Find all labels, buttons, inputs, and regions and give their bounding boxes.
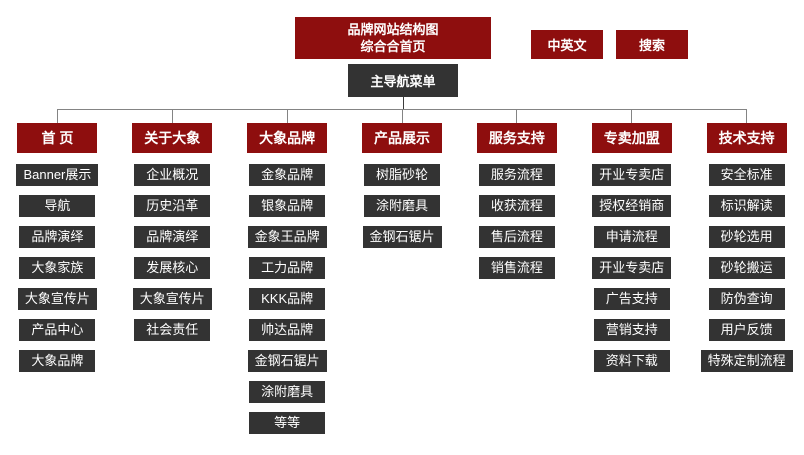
column-item-node: 销售流程: [478, 257, 555, 279]
column-item-node: 工力品牌: [249, 257, 326, 279]
column-header-node: 专卖加盟: [591, 123, 672, 153]
column-item-node: 营销支持: [593, 319, 670, 341]
search-node: 搜索: [616, 30, 688, 59]
column-item-node: 广告支持: [593, 288, 670, 310]
column-item-node: Banner展示: [16, 164, 99, 186]
column-item-node: 大象品牌: [19, 350, 96, 372]
column-item-node: 银象品牌: [249, 195, 326, 217]
connector-segment: [171, 109, 173, 123]
column-item-node: 大象宣传片: [17, 288, 97, 310]
column-item-node: 等等: [249, 412, 326, 434]
column-item-node: 大象家族: [19, 257, 96, 279]
column-item-node: 导航: [19, 195, 96, 217]
connector-segment: [56, 109, 58, 123]
column-item-node: 申请流程: [593, 226, 670, 248]
column-header-node: 大象品牌: [247, 123, 328, 153]
column-item-node: 售后流程: [478, 226, 555, 248]
column-header-node: 关于大象: [132, 123, 213, 153]
column-item-node: 收获流程: [478, 195, 555, 217]
column-item-node: 大象宣传片: [132, 288, 212, 310]
column-item-node: 金钢石锯片: [362, 226, 442, 248]
sitemap-column: 服务支持服务流程收获流程售后流程销售流程: [459, 123, 574, 443]
column-item-node: 涂附磨具: [249, 381, 326, 403]
column-item-node: 历史沿革: [134, 195, 211, 217]
column-item-node: 砂轮搬运: [708, 257, 785, 279]
column-item-node: 金象品牌: [249, 164, 326, 186]
column-item-node: 涂附磨具: [364, 195, 440, 217]
main-nav-node: 主导航菜单: [348, 64, 458, 97]
column-header-node: 产品展示: [362, 123, 442, 153]
column-item-node: 安全标准: [708, 164, 785, 186]
connector-segment: [57, 109, 747, 110]
column-item-node: 品牌演绎: [134, 226, 211, 248]
connector-segment: [631, 109, 633, 123]
sitemap-column: 专卖加盟开业专卖店授权经销商申请流程开业专卖店广告支持营销支持资料下载: [574, 123, 689, 443]
column-item-node: KKK品牌: [249, 288, 326, 310]
column-item-node: 金钢石锯片: [247, 350, 327, 372]
sitemap-column: 首 页 Banner展示导航品牌演绎大象家族大象宣传片产品中心大象品牌: [0, 123, 115, 443]
column-item-node: 企业概况: [134, 164, 211, 186]
connector-segment: [401, 109, 403, 123]
column-item-node: 砂轮选用: [708, 226, 785, 248]
column-header-node: 首 页: [17, 123, 98, 153]
column-header-node: 服务支持: [476, 123, 557, 153]
column-item-node: 树脂砂轮: [364, 164, 440, 186]
column-item-node: 用户反馈: [708, 319, 785, 341]
sitemap-column: 技术支持安全标准标识解读砂轮选用砂轮搬运防伪查询用户反馈特殊定制流程: [689, 123, 804, 443]
column-item-node: 帅达品牌: [249, 319, 326, 341]
root-title-line2: 综合合首页: [360, 39, 426, 54]
connector-segment: [402, 97, 404, 109]
column-item-node: 开业专卖店: [592, 164, 672, 186]
column-item-node: 特殊定制流程: [700, 350, 793, 372]
column-item-node: 开业专卖店: [592, 257, 672, 279]
root-title-node: 品牌网站结构图 综合合首页: [295, 17, 491, 59]
column-item-node: 防伪查询: [708, 288, 785, 310]
sitemap-column: 关于大象企业概况历史沿革品牌演绎发展核心大象宣传片社会责任: [115, 123, 230, 443]
connector-segment: [286, 109, 288, 123]
column-item-node: 标识解读: [708, 195, 785, 217]
connector-segment: [746, 109, 748, 123]
column-item-node: 产品中心: [19, 319, 96, 341]
column-item-node: 品牌演绎: [19, 226, 96, 248]
column-item-node: 金象王品牌: [247, 226, 327, 248]
sitemap-column: 产品展示树脂砂轮涂附磨具金钢石锯片: [345, 123, 460, 443]
column-item-node: 社会责任: [134, 319, 211, 341]
column-item-node: 发展核心: [134, 257, 211, 279]
root-title-line1: 品牌网站结构图: [347, 22, 439, 37]
language-node: 中英文: [531, 30, 603, 59]
column-header-node: 技术支持: [706, 123, 787, 153]
column-item-node: 授权经销商: [592, 195, 672, 217]
column-item-node: 资料下载: [593, 350, 670, 372]
column-item-node: 服务流程: [478, 164, 555, 186]
sitemap-column: 大象品牌金象品牌银象品牌金象王品牌工力品牌 KKK品牌帅达品牌金钢石锯片涂附磨具等…: [230, 123, 345, 443]
connector-segment: [516, 109, 518, 123]
